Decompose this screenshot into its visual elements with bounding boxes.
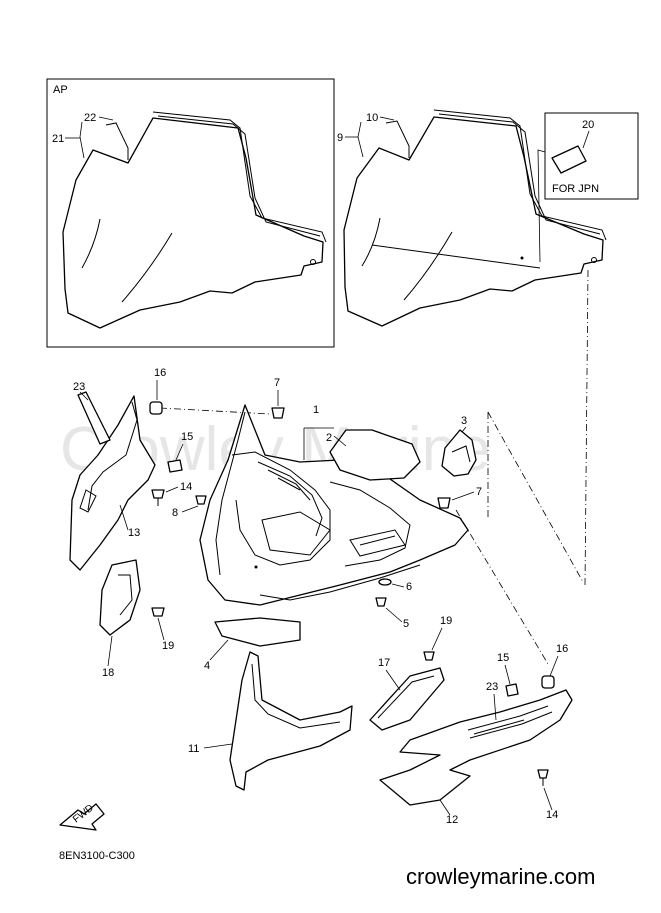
lower-cowl-11[interactable]	[229, 651, 353, 791]
windscreen-9[interactable]	[343, 116, 604, 327]
diagram-code: 8EN3100-C300	[59, 850, 135, 862]
screw-14-right[interactable]	[537, 769, 549, 779]
jpn-sticker-box	[544, 112, 639, 200]
washer-6[interactable]	[378, 578, 392, 586]
callout-14-right: 14	[546, 809, 558, 821]
side-cowl-13[interactable]	[69, 395, 156, 571]
fwd-arrow-icon: FWD	[59, 803, 105, 831]
callout-23-left: 23	[73, 381, 85, 393]
callout-13: 13	[128, 527, 140, 539]
windscreen-21-trim[interactable]	[152, 111, 327, 243]
jpn-box-label: FOR JPN	[552, 183, 599, 195]
callout-17: 17	[378, 657, 390, 669]
callout-10: 10	[366, 112, 378, 124]
callout-4: 4	[204, 660, 210, 672]
callout-22: 22	[84, 112, 96, 124]
callout-9: 9	[337, 132, 343, 144]
undertray-4[interactable]	[214, 617, 301, 647]
callout-3: 3	[461, 415, 467, 427]
callout-16-right: 16	[556, 643, 568, 655]
callout-6: 6	[406, 581, 412, 593]
callout-15-right: 15	[497, 652, 509, 664]
site-url[interactable]: crowleymarine.com	[406, 864, 596, 889]
sticker-23-left[interactable]	[77, 391, 111, 445]
screw-19-right[interactable]	[423, 651, 435, 661]
screw-19-left[interactable]	[151, 607, 165, 617]
callout-7-top: 7	[274, 377, 280, 389]
callout-11: 11	[188, 743, 199, 755]
nut-15-right[interactable]	[505, 683, 519, 697]
screw-7-top[interactable]	[271, 407, 285, 419]
callout-16-left: 16	[154, 367, 166, 379]
bracket-17[interactable]	[369, 667, 445, 731]
screw-7-right[interactable]	[437, 497, 451, 509]
grommet-16-right[interactable]	[541, 675, 555, 689]
screw-14-left[interactable]	[151, 489, 165, 499]
upper-cowl-1[interactable]	[199, 404, 469, 606]
grommet-16-left[interactable]	[149, 401, 163, 415]
callout-18: 18	[102, 667, 114, 679]
callout-14-left: 14	[180, 481, 192, 493]
ap-windscreen-box	[46, 78, 335, 348]
callout-23-right: 23	[486, 681, 498, 693]
callout-7-right: 7	[476, 486, 482, 498]
callout-15-left: 15	[181, 431, 193, 443]
callout-21: 21	[52, 133, 64, 145]
callout-19-right: 19	[440, 615, 452, 627]
nut-15-left[interactable]	[167, 459, 183, 473]
windscreen-9-trim[interactable]	[433, 109, 607, 241]
lower-cowl-12[interactable]	[379, 689, 573, 806]
callout-1: 1	[313, 404, 319, 416]
callout-12: 12	[446, 814, 458, 826]
callout-2: 2	[326, 432, 332, 444]
ap-box-label: AP	[53, 84, 68, 96]
sticker-20[interactable]	[551, 145, 587, 174]
callout-8: 8	[172, 507, 178, 519]
callout-19-left: 19	[162, 640, 174, 652]
screw-5[interactable]	[375, 597, 387, 607]
callout-20: 20	[582, 119, 594, 131]
inner-panel-2[interactable]	[329, 429, 421, 481]
screw-8[interactable]	[195, 495, 207, 505]
bracket-18[interactable]	[99, 559, 141, 636]
callout-5: 5	[403, 618, 409, 630]
